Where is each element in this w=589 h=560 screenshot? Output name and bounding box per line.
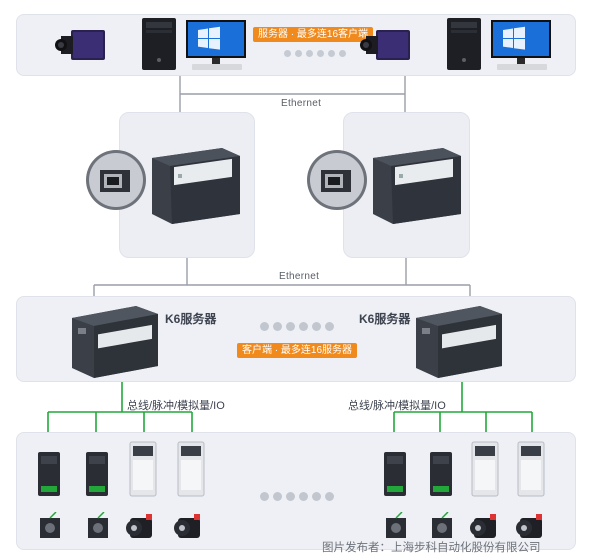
servo-driver-icon (129, 441, 157, 497)
k6-server-label-left: K6服务器 (165, 312, 217, 326)
top-ellipsis-dots (284, 50, 346, 57)
plc-with-ethernet-port-icon (86, 148, 240, 224)
stepper-motor-icon (40, 512, 60, 538)
ethernet-top-lines (179, 76, 406, 112)
k6-plc-icon (72, 306, 158, 378)
stepper-driver-icon (384, 452, 406, 496)
publisher-credit: 图片发布者：上海步科自动化股份有限公司 (322, 542, 541, 554)
ethernet-label-top: Ethernet (281, 98, 322, 109)
ethernet-label-mid: Ethernet (279, 271, 320, 282)
bus-label-right: 总线/脉冲/模拟量/IO (348, 400, 446, 412)
k6-server-label-right: K6服务器 (359, 312, 411, 326)
stepper-driver-icon (38, 452, 60, 496)
k6-plc-icon (416, 306, 502, 378)
server-ellipsis-dots (260, 322, 334, 331)
industrial-camera-icon (360, 30, 410, 60)
stepper-motor-icon (88, 512, 108, 538)
stepper-motor-icon (386, 512, 406, 538)
servo-driver-icon (177, 441, 205, 497)
servo-motor-icon (470, 514, 496, 538)
bus-label-left: 总线/脉冲/模拟量/IO (127, 400, 225, 412)
client-capacity-tag: 客户端 · 最多连16服务器 (237, 343, 358, 358)
server-tower-icon (142, 18, 176, 70)
servo-motor-icon (126, 514, 152, 538)
servo-driver-icon (517, 441, 545, 497)
servo-driver-icon (471, 441, 499, 497)
monitor-icon (186, 20, 246, 70)
stepper-driver-icon (430, 452, 452, 496)
servo-motor-icon (174, 514, 200, 538)
stepper-driver-icon (86, 452, 108, 496)
plc-with-ethernet-port-icon (307, 148, 461, 224)
server-tower-icon (447, 18, 481, 70)
monitor-icon (491, 20, 551, 70)
industrial-camera-icon (55, 30, 105, 60)
stepper-motor-icon (432, 512, 452, 538)
server-capacity-tag: 服务器 · 最多连16客户端 (253, 27, 374, 42)
servo-motor-icon (516, 514, 542, 538)
top-panel (16, 14, 576, 76)
device-ellipsis-dots (260, 492, 334, 501)
